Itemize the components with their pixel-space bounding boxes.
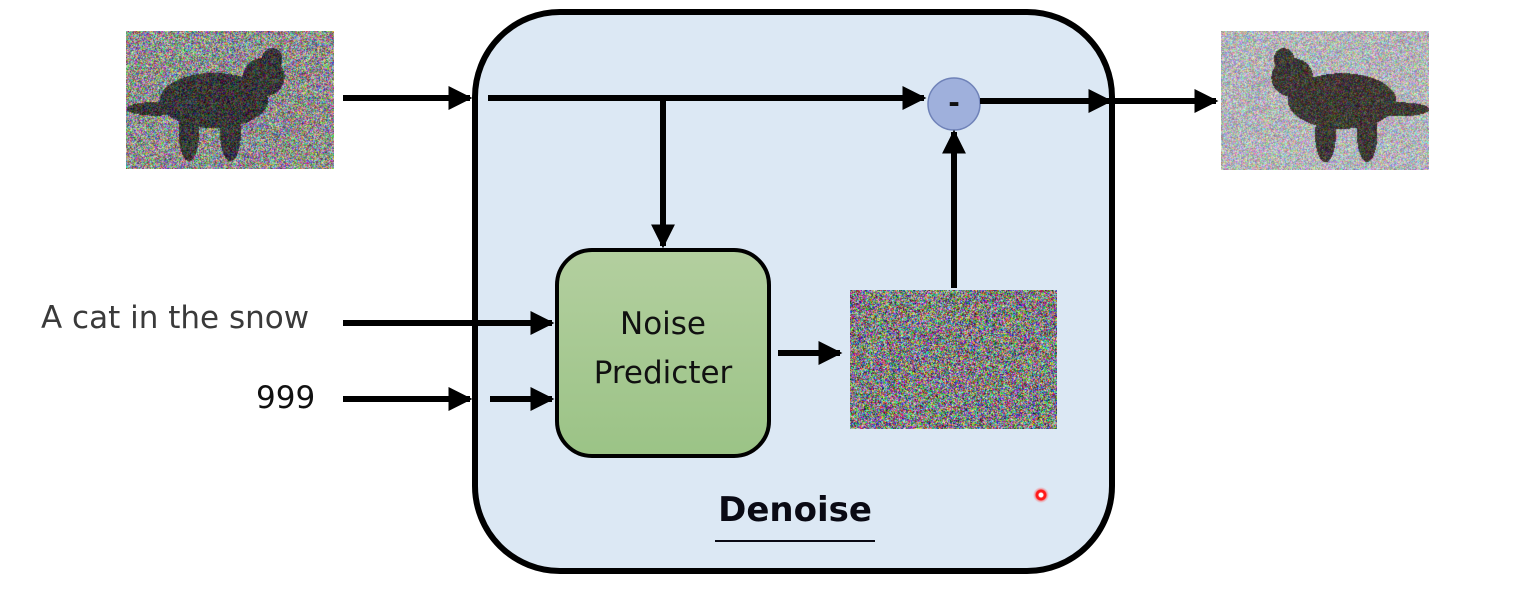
predicted-noise-image — [850, 290, 1057, 429]
noise-predictor-label-line2: Predicter — [593, 355, 733, 391]
noise-predictor-box — [555, 248, 771, 458]
laser-pointer-icon — [1033, 487, 1049, 503]
noise-predictor-label: Noise Predicter — [557, 300, 769, 398]
text-prompt-label: A cat in the snow — [41, 300, 310, 336]
subtract-operator-symbol: - — [948, 86, 960, 119]
timestep-label: 999 — [256, 380, 316, 416]
noisy-input-image — [126, 31, 334, 169]
denoised-output-image — [1221, 31, 1429, 170]
denoise-title: Denoise — [718, 490, 872, 530]
denoise-title-underline — [715, 540, 875, 542]
noise-predictor-label-line1: Noise — [620, 306, 706, 342]
